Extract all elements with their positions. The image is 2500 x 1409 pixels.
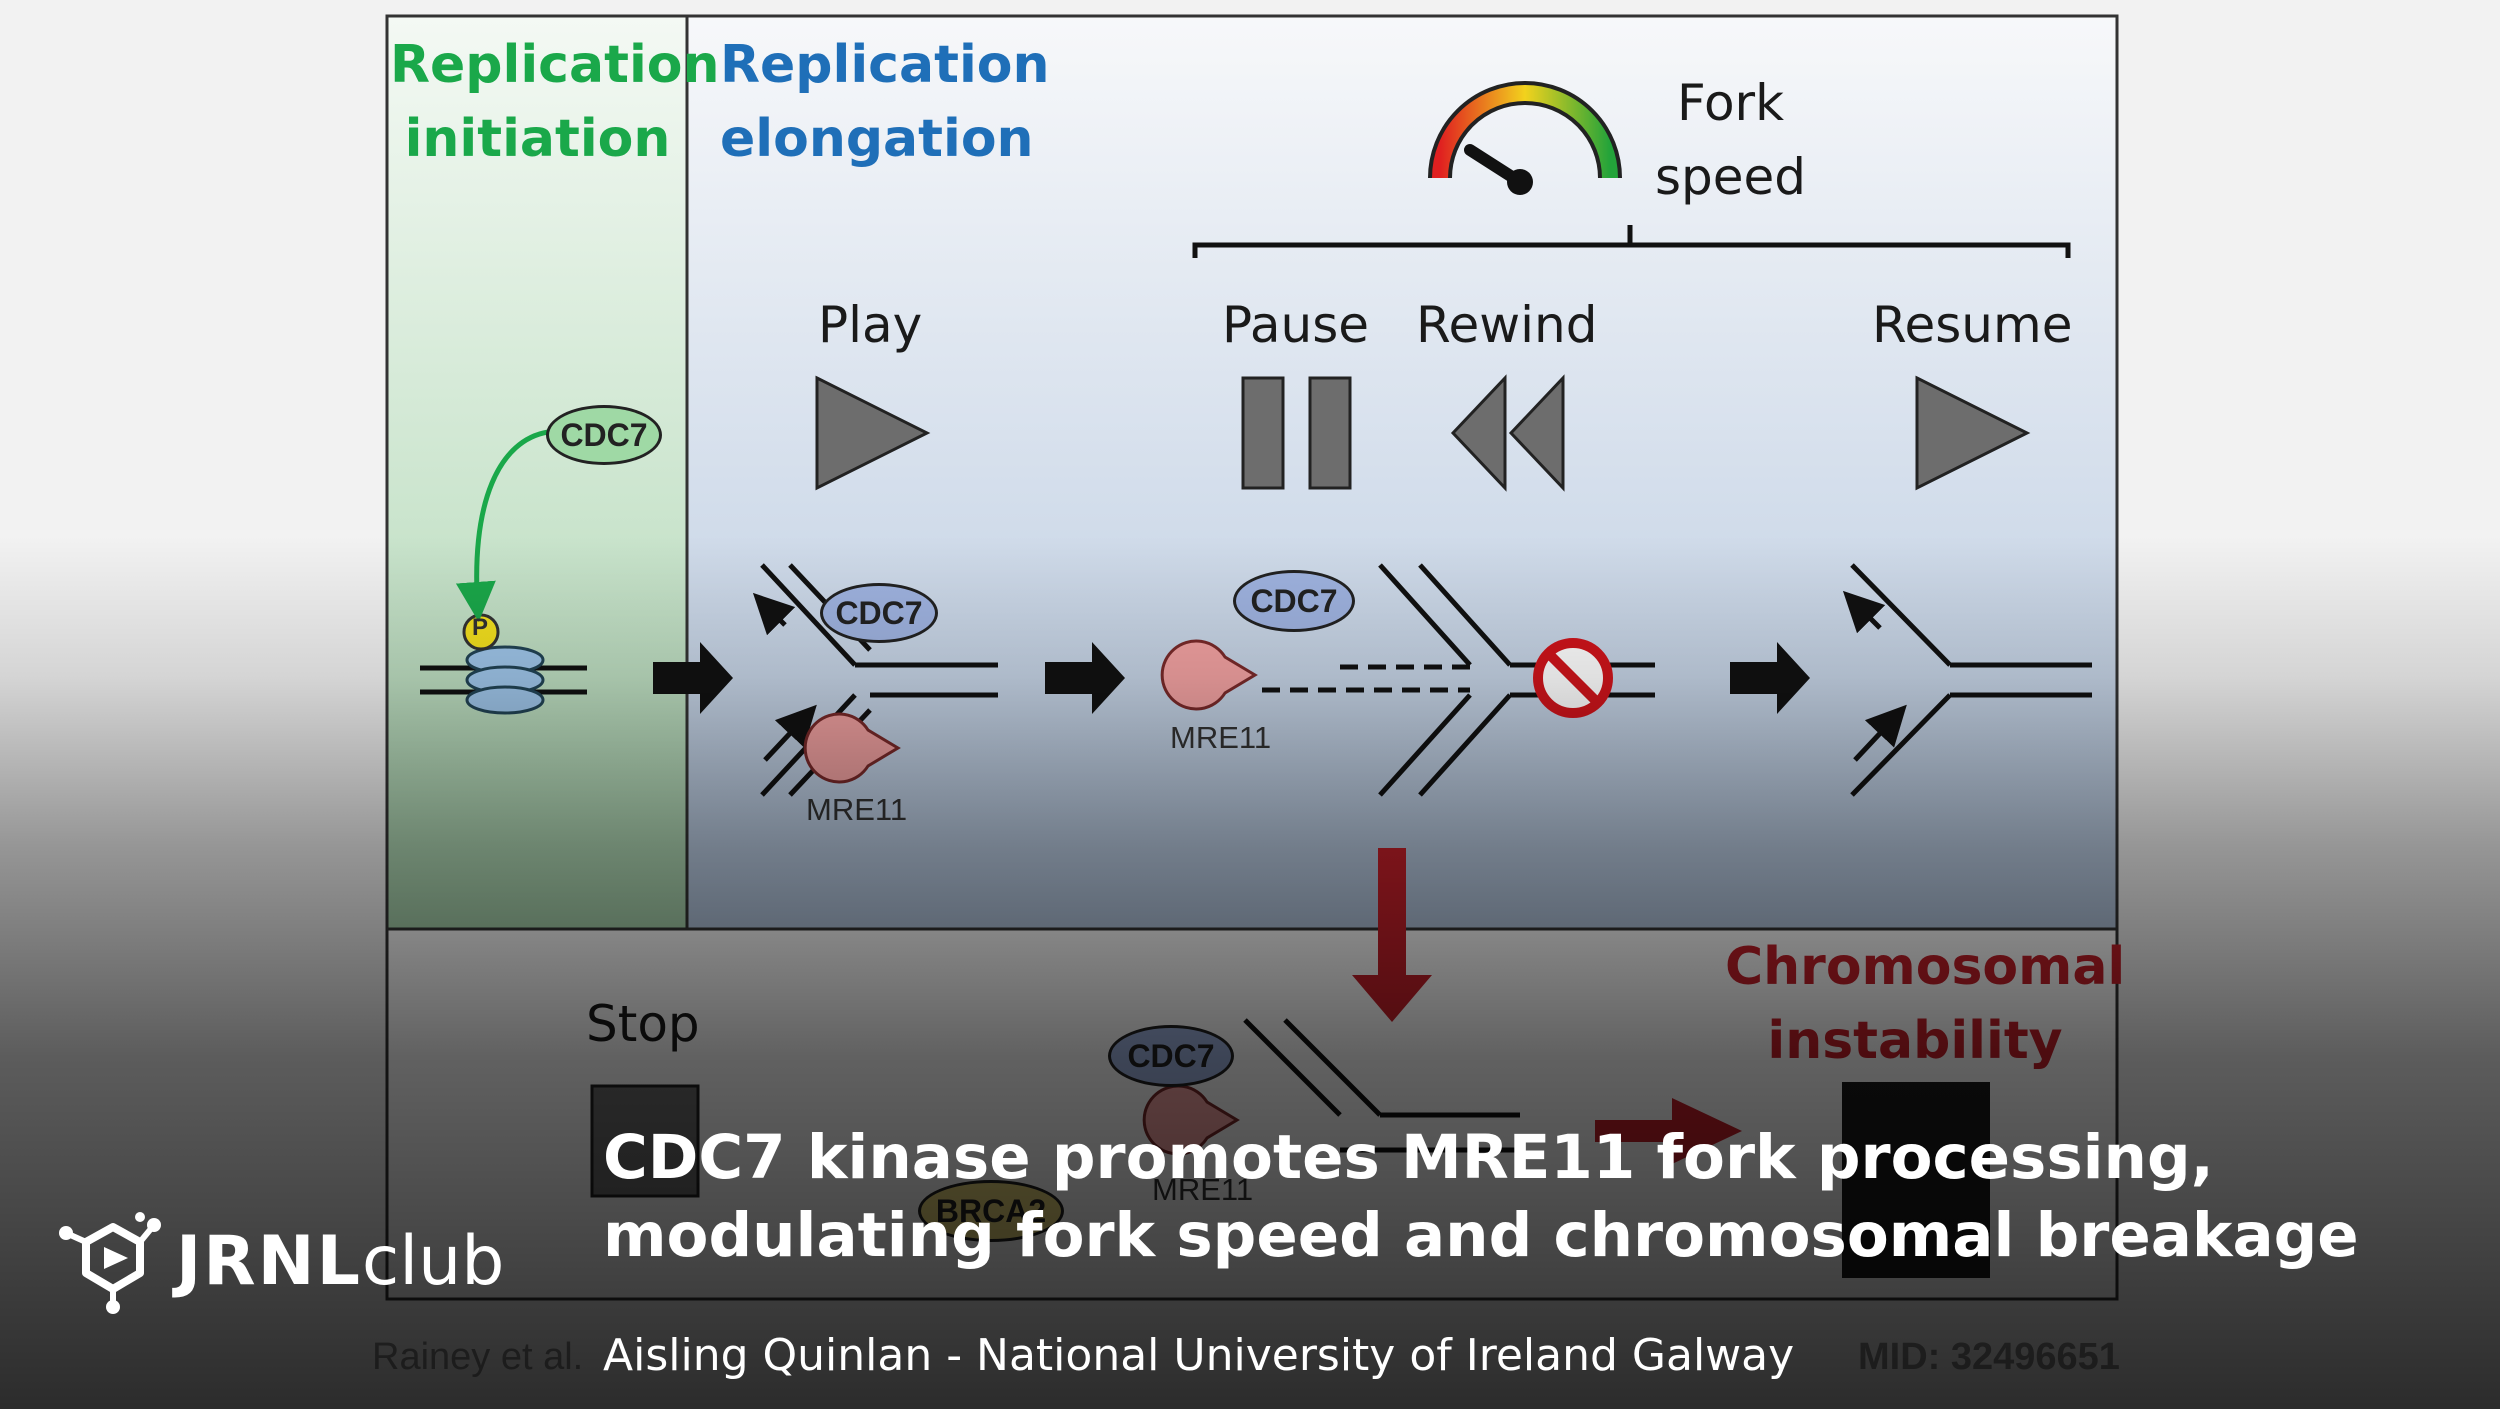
fork-speed-label: Fork speed bbox=[1655, 74, 1807, 206]
mre11-label-play: MRE11 bbox=[806, 792, 908, 827]
play-label: Play bbox=[818, 296, 923, 354]
initiation-title: Replication initiation bbox=[390, 35, 720, 169]
caption-author: Aisling Quinlan - National University of… bbox=[603, 1330, 1795, 1381]
chromosomal-instability-label: Chromosomal instability bbox=[1725, 937, 2126, 1071]
stop-label: Stop bbox=[586, 995, 700, 1053]
caption-title-line1: CDC7 kinase promotes MRE11 fork processi… bbox=[603, 1122, 2214, 1193]
cdc7-oval-play: CDC7 bbox=[820, 583, 938, 643]
pause-label: Pause bbox=[1222, 296, 1370, 354]
cdc7-oval-stop: CDC7 bbox=[1108, 1025, 1234, 1087]
citation-right: MID: 32496651 bbox=[1858, 1336, 2120, 1378]
phospho-label: P bbox=[472, 614, 489, 641]
cdc7-oval-rewind: CDC7 bbox=[1233, 570, 1355, 632]
brand-light: club bbox=[361, 1222, 505, 1301]
instability-down-arrow bbox=[1378, 848, 1406, 978]
brand-wordmark: JRNLclub bbox=[176, 1222, 504, 1302]
mre11-label-rewind: MRE11 bbox=[1170, 720, 1272, 755]
citation-left: Rainey et al. bbox=[372, 1336, 584, 1378]
jrnlclub-logo-icon bbox=[59, 1212, 161, 1314]
cdc7-oval-initiation: CDC7 bbox=[546, 405, 662, 465]
brand-bold: JRNL bbox=[176, 1222, 362, 1301]
caption-title-line2: modulating fork speed and chromosomal br… bbox=[603, 1200, 2359, 1271]
no-entry-icon bbox=[1533, 638, 1613, 718]
rewind-label: Rewind bbox=[1416, 296, 1598, 354]
elongation-title: Replication elongation bbox=[720, 35, 1050, 169]
resume-label: Resume bbox=[1872, 296, 2073, 354]
